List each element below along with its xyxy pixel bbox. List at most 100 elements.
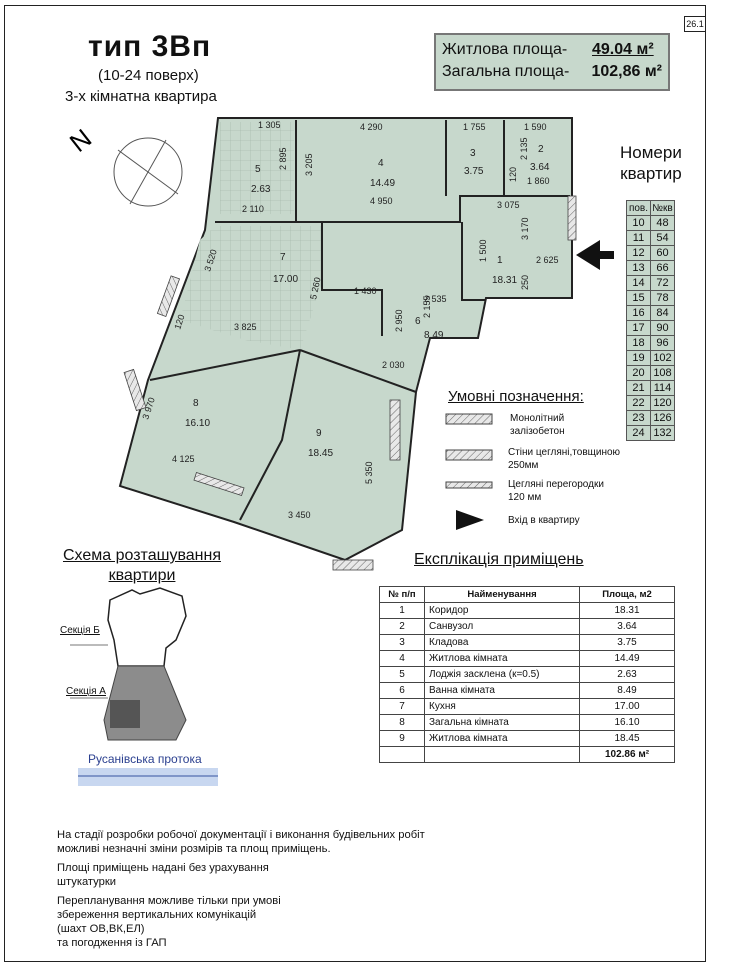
- room-label-8: 816.10: [185, 398, 210, 429]
- dim-label: 2 110: [242, 204, 264, 214]
- expl-name-cell: Загальна кімната: [424, 714, 580, 731]
- dim-label: 2 625: [536, 255, 559, 265]
- apartment-number-cell: 132: [650, 425, 675, 441]
- floor-cell: 18: [626, 335, 651, 351]
- floor-cell: 14: [626, 275, 651, 291]
- section-a-label: Секція А: [66, 686, 106, 697]
- entrance-arrow-icon: [576, 240, 614, 270]
- expl-name-cell: Санвузол: [424, 618, 580, 635]
- expl-num-cell: 2: [379, 618, 425, 635]
- expl-num-cell: 1: [379, 602, 425, 619]
- room-label-2: 23.64: [530, 144, 550, 173]
- apartment-numbers-title-line2: квартир: [620, 164, 682, 183]
- dim-label: 4 950: [370, 196, 393, 206]
- legend-monolith: Монолітний залізобетон: [510, 413, 565, 437]
- north-arrow-icon: N: [64, 123, 183, 207]
- svg-text:1: 1: [497, 255, 503, 266]
- svg-text:17.00: 17.00: [273, 274, 298, 285]
- expl-name-cell: Ванна кімната: [424, 682, 580, 699]
- svg-text:8: 8: [193, 398, 199, 409]
- expl-num-cell: 9: [379, 730, 425, 747]
- legend-entrance: Вхід в квартиру: [508, 515, 580, 526]
- expl-area-cell: 8.49: [579, 682, 675, 699]
- dim-label: 3 825: [234, 322, 257, 332]
- floor-cell: 16: [626, 305, 651, 321]
- dim-label: 2 030: [382, 360, 405, 370]
- floor-cell: 23: [626, 410, 651, 426]
- note-2-line1: Площі приміщень надані без урахування: [57, 862, 269, 874]
- expl-total-blank: [379, 746, 425, 763]
- dim-label: 2 895: [278, 147, 288, 170]
- location-scheme: [70, 587, 218, 786]
- dim-label: 1 590: [524, 122, 547, 132]
- svg-text:6: 6: [415, 316, 421, 327]
- floor-cell: 22: [626, 395, 651, 411]
- apartment-number-cell: 90: [650, 320, 675, 336]
- apartment-number-cell: 102: [650, 350, 675, 366]
- expl-num-cell: 5: [379, 666, 425, 683]
- floor-cell: 11: [626, 230, 651, 246]
- drawing-frame: [4, 5, 706, 962]
- floors-range: (10-24 поверх): [98, 67, 199, 84]
- apartment-numbers-header: пов. №кв: [626, 200, 675, 216]
- expl-num-cell: 4: [379, 650, 425, 667]
- svg-text:14.49: 14.49: [370, 178, 395, 189]
- apartment-number-cell: 78: [650, 290, 675, 306]
- col-num-header: №кв: [650, 200, 675, 216]
- dim-label: 2 950: [394, 309, 404, 332]
- note-2: Площі приміщень надані без урахування шт…: [57, 861, 425, 889]
- explication-total-row: 102.86 м²: [379, 746, 675, 763]
- expl-area-cell: 16.10: [579, 714, 675, 731]
- note-1: На стадії розробки робочої документації …: [57, 828, 425, 856]
- sheet-number: 26.1: [684, 16, 706, 32]
- col-floor-header: пов.: [626, 200, 651, 216]
- notes-block: На стадії розробки робочої документації …: [57, 828, 425, 955]
- svg-text:2.63: 2.63: [251, 184, 271, 195]
- note-1-line2: можливі незначні зміни розмірів та площ …: [57, 843, 331, 855]
- apartment-number-cell: 108: [650, 365, 675, 381]
- total-area-row: Загальна площа- 102,86 м²: [442, 61, 662, 83]
- svg-text:18.31: 18.31: [492, 275, 517, 286]
- section-b-label: Секція Б: [60, 625, 100, 636]
- dim-label: 1 430: [354, 286, 377, 296]
- floor-cell: 19: [626, 350, 651, 366]
- expl-col-name: Найменування: [424, 586, 580, 603]
- area-summary-box: Житлова площа- 49.04 м² Загальна площа- …: [434, 33, 670, 91]
- apartment-number-cell: 96: [650, 335, 675, 351]
- legend-symbols: [445, 413, 493, 530]
- expl-name-cell: Житлова кімната: [424, 730, 580, 747]
- note-3-line1: Перепланування можливе тільки при умові: [57, 895, 281, 907]
- note-3-line4: та погодження із ГАП: [57, 937, 167, 949]
- room-label-6: 68.49: [415, 316, 444, 341]
- scheme-title-line1: Схема розташування: [62, 547, 221, 564]
- apartment-number-cell: 60: [650, 245, 675, 261]
- dim-label: 1 755: [463, 122, 486, 132]
- legend-brick-line2: 250мм: [508, 460, 539, 471]
- total-area-value: 102,86 м²: [591, 63, 662, 80]
- plan-type-title: тип 3Вп: [88, 30, 212, 63]
- legend-brick-walls: Стіни цегляні,товщиною 250мм: [508, 446, 620, 472]
- apartment-number-cell: 72: [650, 275, 675, 291]
- dim-label: 2 155: [422, 295, 432, 318]
- expl-num-cell: 7: [379, 698, 425, 715]
- scheme-title: Схема розташування квартири: [52, 546, 232, 586]
- note-3-line3: (шахт ОВ,ВК,ЕЛ): [57, 923, 145, 935]
- apartment-number-cell: 66: [650, 260, 675, 276]
- floor-cell: 15: [626, 290, 651, 306]
- dim-label: 3 170: [520, 217, 530, 240]
- living-area-row: Житлова площа- 49.04 м²: [442, 39, 662, 61]
